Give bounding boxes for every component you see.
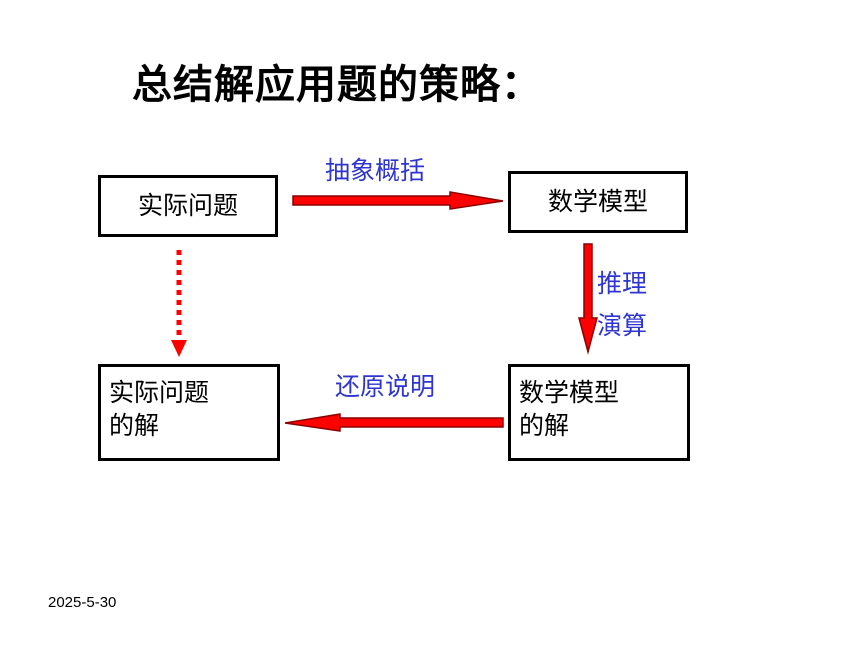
real-solution-line-2: 的解 [109,410,160,440]
model-solution-line-2: 的解 [519,410,570,440]
restore-arrow [284,413,504,432]
math-model-label: 数学模型 [547,186,648,216]
dotted-arrow [171,250,187,357]
slide-title: 总结解应用题的策略： [132,62,542,108]
math-model-box: 数学模型 [508,171,688,233]
restore-label: 还原说明 [335,372,436,401]
real-problem-box: 实际问题 [98,175,278,237]
reason-label-line-2: 演算 [597,311,648,340]
reason-label: 推理 演算 [597,263,647,347]
abstract-arrow [292,191,504,210]
real-solution-box: 实际问题 的解 [98,364,280,461]
model-solution-box: 数学模型 的解 [508,364,690,461]
abstract-label: 抽象概括 [325,156,426,185]
model-solution-line-1: 数学模型 [519,378,620,407]
reason-arrow [578,243,598,355]
reason-label-line-1: 推理 [597,269,648,298]
slide-date: 2025-5-30 [48,594,117,611]
real-solution-line-1: 实际问题 [109,378,210,407]
real-problem-label: 实际问题 [137,190,238,220]
